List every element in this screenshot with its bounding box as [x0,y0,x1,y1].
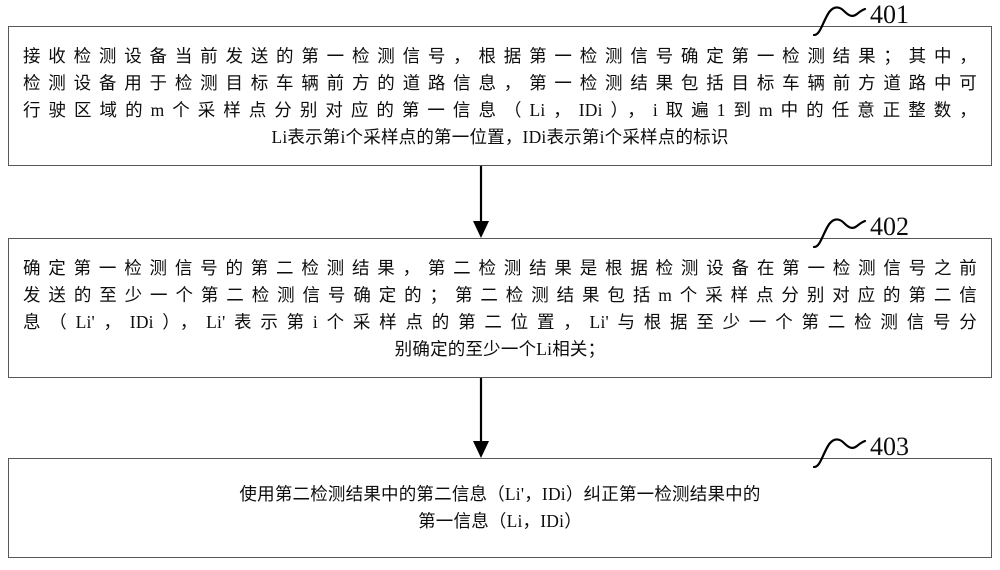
step-403-line-2: 第一信息（Li，IDi） [418,511,582,531]
step-401-line-4: Li表示第i个采样点的第一位置，IDi表示第i个采样点的标识 [271,127,729,147]
step-box-403: 使用第二检测结果中的第二信息（Li'，IDi）纠正第一检测结果中的 第一信息（L… [8,458,992,558]
step-402-line-1: 确定第一检测信号的第二检测结果，第二检测结果是根据检测设备在第一检测信号之前 [23,258,977,278]
step-402-line-2: 发送的至少一个第二检测信号确定的；第二检测结果包括m个采样点分别对应的第二信 [23,285,977,305]
step-402-line-4: 别确定的至少一个Li相关； [394,339,606,359]
arrow-402-to-403-head [473,441,489,458]
step-401-line-1: 接收检测设备当前发送的第一检测信号，根据第一检测信号确定第一检测结果；其中， [23,46,977,66]
step-402-line-3: 息（Li'，IDi），Li'表示第i个采样点的第二位置，Li'与根据至少一个第二… [23,312,977,332]
callout-squiggle-icon [812,438,867,468]
callout-squiggle-icon [812,218,867,248]
callout-403: 403 [812,434,909,468]
step-401-line-2: 检测设备用于检测目标车辆前方的道路信息，第一检测结果包括目标车辆前方道路中可 [23,73,977,93]
step-box-402: 确定第一检测信号的第二检测结果，第二检测结果是根据检测设备在第一检测信号之前 发… [8,238,992,378]
arrow-401-to-402-head [473,221,489,238]
callout-403-number: 403 [870,432,909,461]
callout-401: 401 [812,2,909,36]
callout-401-number: 401 [870,0,909,29]
callout-squiggle-icon [812,6,867,36]
step-box-401: 接收检测设备当前发送的第一检测信号，根据第一检测信号确定第一检测结果；其中， 检… [8,26,992,166]
step-401-line-3: 行驶区域的m个采样点分别对应的第一信息（Li，IDi），i取遍1到m中的任意正整… [23,100,977,120]
callout-402-number: 402 [870,212,909,241]
step-403-line-1: 使用第二检测结果中的第二信息（Li'，IDi）纠正第一检测结果中的 [239,484,761,504]
callout-402: 402 [812,214,909,248]
